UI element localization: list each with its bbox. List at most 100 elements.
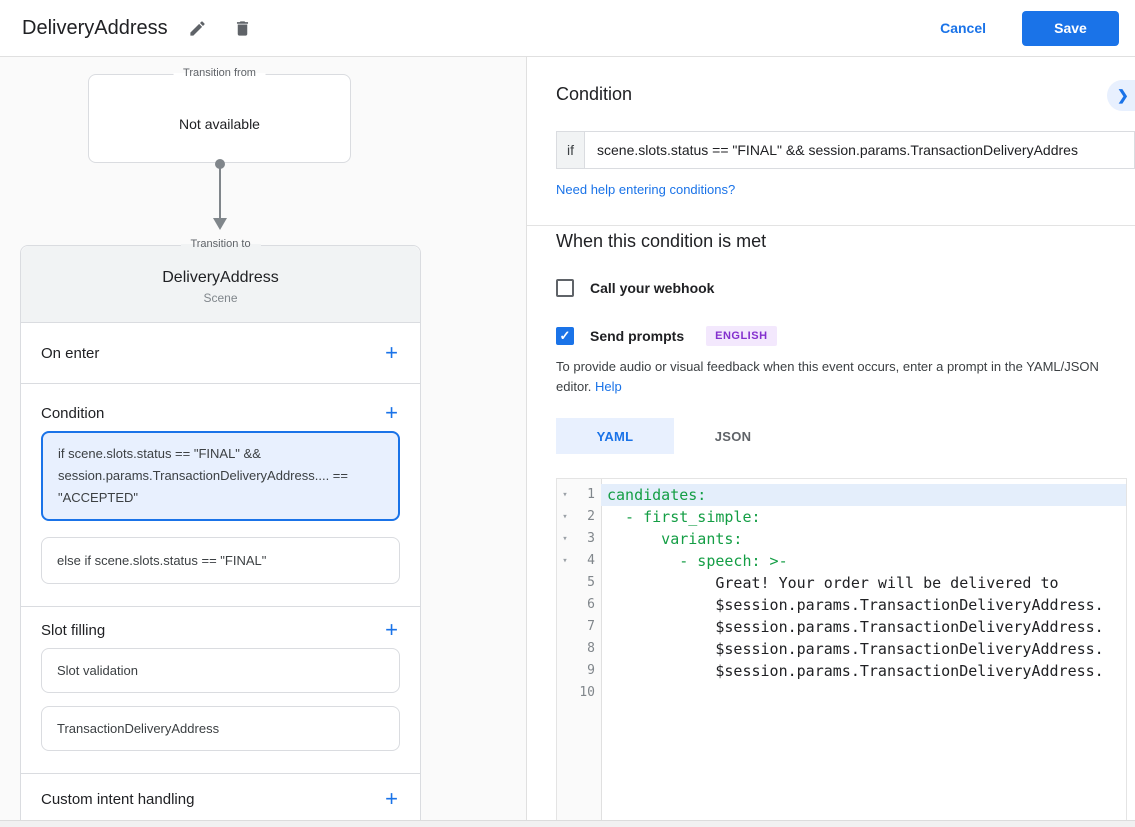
section-on-enter: On enter + <box>21 323 420 384</box>
line-number: 9 <box>587 663 595 678</box>
section-slot-filling: Slot filling + Slot validation Transacti… <box>21 607 420 774</box>
fold-spacer <box>557 572 573 594</box>
custom-intent-label: Custom intent handling <box>41 790 195 808</box>
transition-from-legend: Transition from <box>173 67 266 79</box>
webhook-label: Call your webhook <box>590 280 715 296</box>
check-icon: ✓ <box>559 328 571 343</box>
slot-delivery-address-card[interactable]: TransactionDeliveryAddress <box>41 706 400 751</box>
condition-card-selected[interactable]: if scene.slots.status == "FINAL" && sess… <box>41 431 400 521</box>
line-number: 6 <box>587 597 595 612</box>
code-line: ▾ 2 - first_simple: <box>557 506 1126 528</box>
tab-yaml[interactable]: YAML <box>556 418 674 454</box>
send-prompts-checkbox-row[interactable]: ✓ Send prompts ENGLISH <box>556 326 1135 346</box>
horizontal-scrollbar-track[interactable] <box>0 820 1135 827</box>
transition-from-value: Not available <box>179 116 260 132</box>
section-condition: Condition + if scene.slots.status == "FI… <box>21 384 420 607</box>
line-number: 5 <box>587 575 595 590</box>
prompts-description-text: To provide audio or visual feedback when… <box>556 359 1099 394</box>
line-number: 3 <box>587 531 595 546</box>
add-custom-intent-button[interactable]: + <box>385 786 398 811</box>
pencil-icon <box>188 19 207 38</box>
line-number: 8 <box>587 641 595 656</box>
condition-card-else[interactable]: else if scene.slots.status == "FINAL" <box>41 537 400 584</box>
code-text: $session.params.TransactionDeliveryAddre… <box>607 662 1104 680</box>
conditions-help-link[interactable]: Need help entering conditions? <box>556 182 736 197</box>
panel-divider <box>527 225 1135 226</box>
transition-to-card: Transition to DeliveryAddress Scene On e… <box>20 238 421 820</box>
condition-expression-input[interactable] <box>584 131 1135 169</box>
code-text: candidates: <box>601 484 1126 506</box>
chevron-right-icon: ❯ <box>1117 87 1129 103</box>
add-on-enter-button[interactable]: + <box>385 340 398 365</box>
code-text <box>601 682 1126 704</box>
add-condition-button[interactable]: + <box>385 400 398 425</box>
prompts-help-link[interactable]: Help <box>595 379 622 394</box>
yaml-editor[interactable]: ▾ 1 candidates: ▾ 2 - first_simple: ▾ 3 … <box>556 478 1127 827</box>
fold-arrow-icon[interactable]: ▾ <box>562 512 568 522</box>
fold-spacer <box>557 660 573 682</box>
code-text: variants: <box>607 530 743 548</box>
send-prompts-label: Send prompts <box>590 328 685 344</box>
code-line: ▾ 1 candidates: <box>557 484 1126 506</box>
language-badge: ENGLISH <box>706 326 777 346</box>
top-bar: DeliveryAddress Cancel Save <box>0 0 1135 57</box>
editor-tabs: YAML JSON <box>556 418 1135 454</box>
line-number: 10 <box>579 685 595 700</box>
on-enter-label: On enter <box>41 344 100 362</box>
code-text: $session.params.TransactionDeliveryAddre… <box>607 618 1104 636</box>
fold-spacer <box>557 682 573 704</box>
slot-validation-card[interactable]: Slot validation <box>41 648 400 693</box>
condition-section-label: Condition <box>41 404 105 422</box>
code-line: 8 $session.params.TransactionDeliveryAdd… <box>557 638 1126 660</box>
code-line: 7 $session.params.TransactionDeliveryAdd… <box>557 616 1126 638</box>
tab-json[interactable]: JSON <box>714 428 752 444</box>
line-number: 7 <box>587 619 595 634</box>
scene-card-header: Transition to DeliveryAddress Scene <box>21 238 420 323</box>
flow-panel: Transition from Not available Transition… <box>0 57 527 820</box>
send-prompts-checkbox[interactable]: ✓ <box>556 327 574 345</box>
section-custom-intent: Custom intent handling + <box>21 774 420 817</box>
transition-from-box: Transition from Not available <box>88 67 351 163</box>
scene-type-label: Scene <box>203 291 238 305</box>
panel-title: Condition <box>556 84 633 104</box>
fold-arrow-icon[interactable]: ▾ <box>562 490 568 500</box>
fold-spacer <box>557 594 573 616</box>
line-number: 2 <box>587 509 595 524</box>
scene-name: DeliveryAddress <box>162 269 279 286</box>
when-met-title: When this condition is met <box>556 231 767 251</box>
cancel-button[interactable]: Cancel <box>940 20 986 36</box>
condition-expression-row: if <box>556 131 1135 169</box>
code-text: $session.params.TransactionDeliveryAddre… <box>607 596 1104 614</box>
code-text: $session.params.TransactionDeliveryAddre… <box>607 640 1104 658</box>
code-line: 9 $session.params.TransactionDeliveryAdd… <box>557 660 1126 682</box>
delete-scene-button[interactable] <box>227 13 258 44</box>
webhook-checkbox[interactable] <box>556 279 574 297</box>
arrow-connector <box>213 159 227 230</box>
fold-arrow-icon[interactable]: ▾ <box>562 556 568 566</box>
code-line: 6 $session.params.TransactionDeliveryAdd… <box>557 594 1126 616</box>
line-number: 4 <box>587 553 595 568</box>
gutter-divider <box>601 479 602 827</box>
add-slot-button[interactable]: + <box>385 617 398 642</box>
code-line: ▾ 4 - speech: >- <box>557 550 1126 572</box>
page-title: DeliveryAddress <box>22 16 168 39</box>
code-text: - first_simple: <box>607 508 761 526</box>
edit-title-button[interactable] <box>182 13 213 44</box>
save-button[interactable]: Save <box>1022 10 1119 46</box>
prompts-description: To provide audio or visual feedback when… <box>556 357 1116 397</box>
code-line: ▾ 3 variants: <box>557 528 1126 550</box>
if-label: if <box>556 131 584 169</box>
slot-filling-label: Slot filling <box>41 621 106 639</box>
fold-arrow-icon[interactable]: ▾ <box>562 534 568 544</box>
webhook-checkbox-row[interactable]: Call your webhook <box>556 279 1135 297</box>
code-text: - speech: >- <box>607 552 788 570</box>
fold-spacer <box>557 616 573 638</box>
trash-icon <box>233 19 252 38</box>
fold-spacer <box>557 638 573 660</box>
line-number: 1 <box>587 487 595 502</box>
code-text: Great! Your order will be delivered to <box>607 574 1059 592</box>
transition-to-legend: Transition to <box>180 238 261 250</box>
condition-detail-panel: ❯ Condition if Need help entering condit… <box>527 57 1135 827</box>
collapse-panel-button[interactable]: ❯ <box>1107 80 1135 111</box>
